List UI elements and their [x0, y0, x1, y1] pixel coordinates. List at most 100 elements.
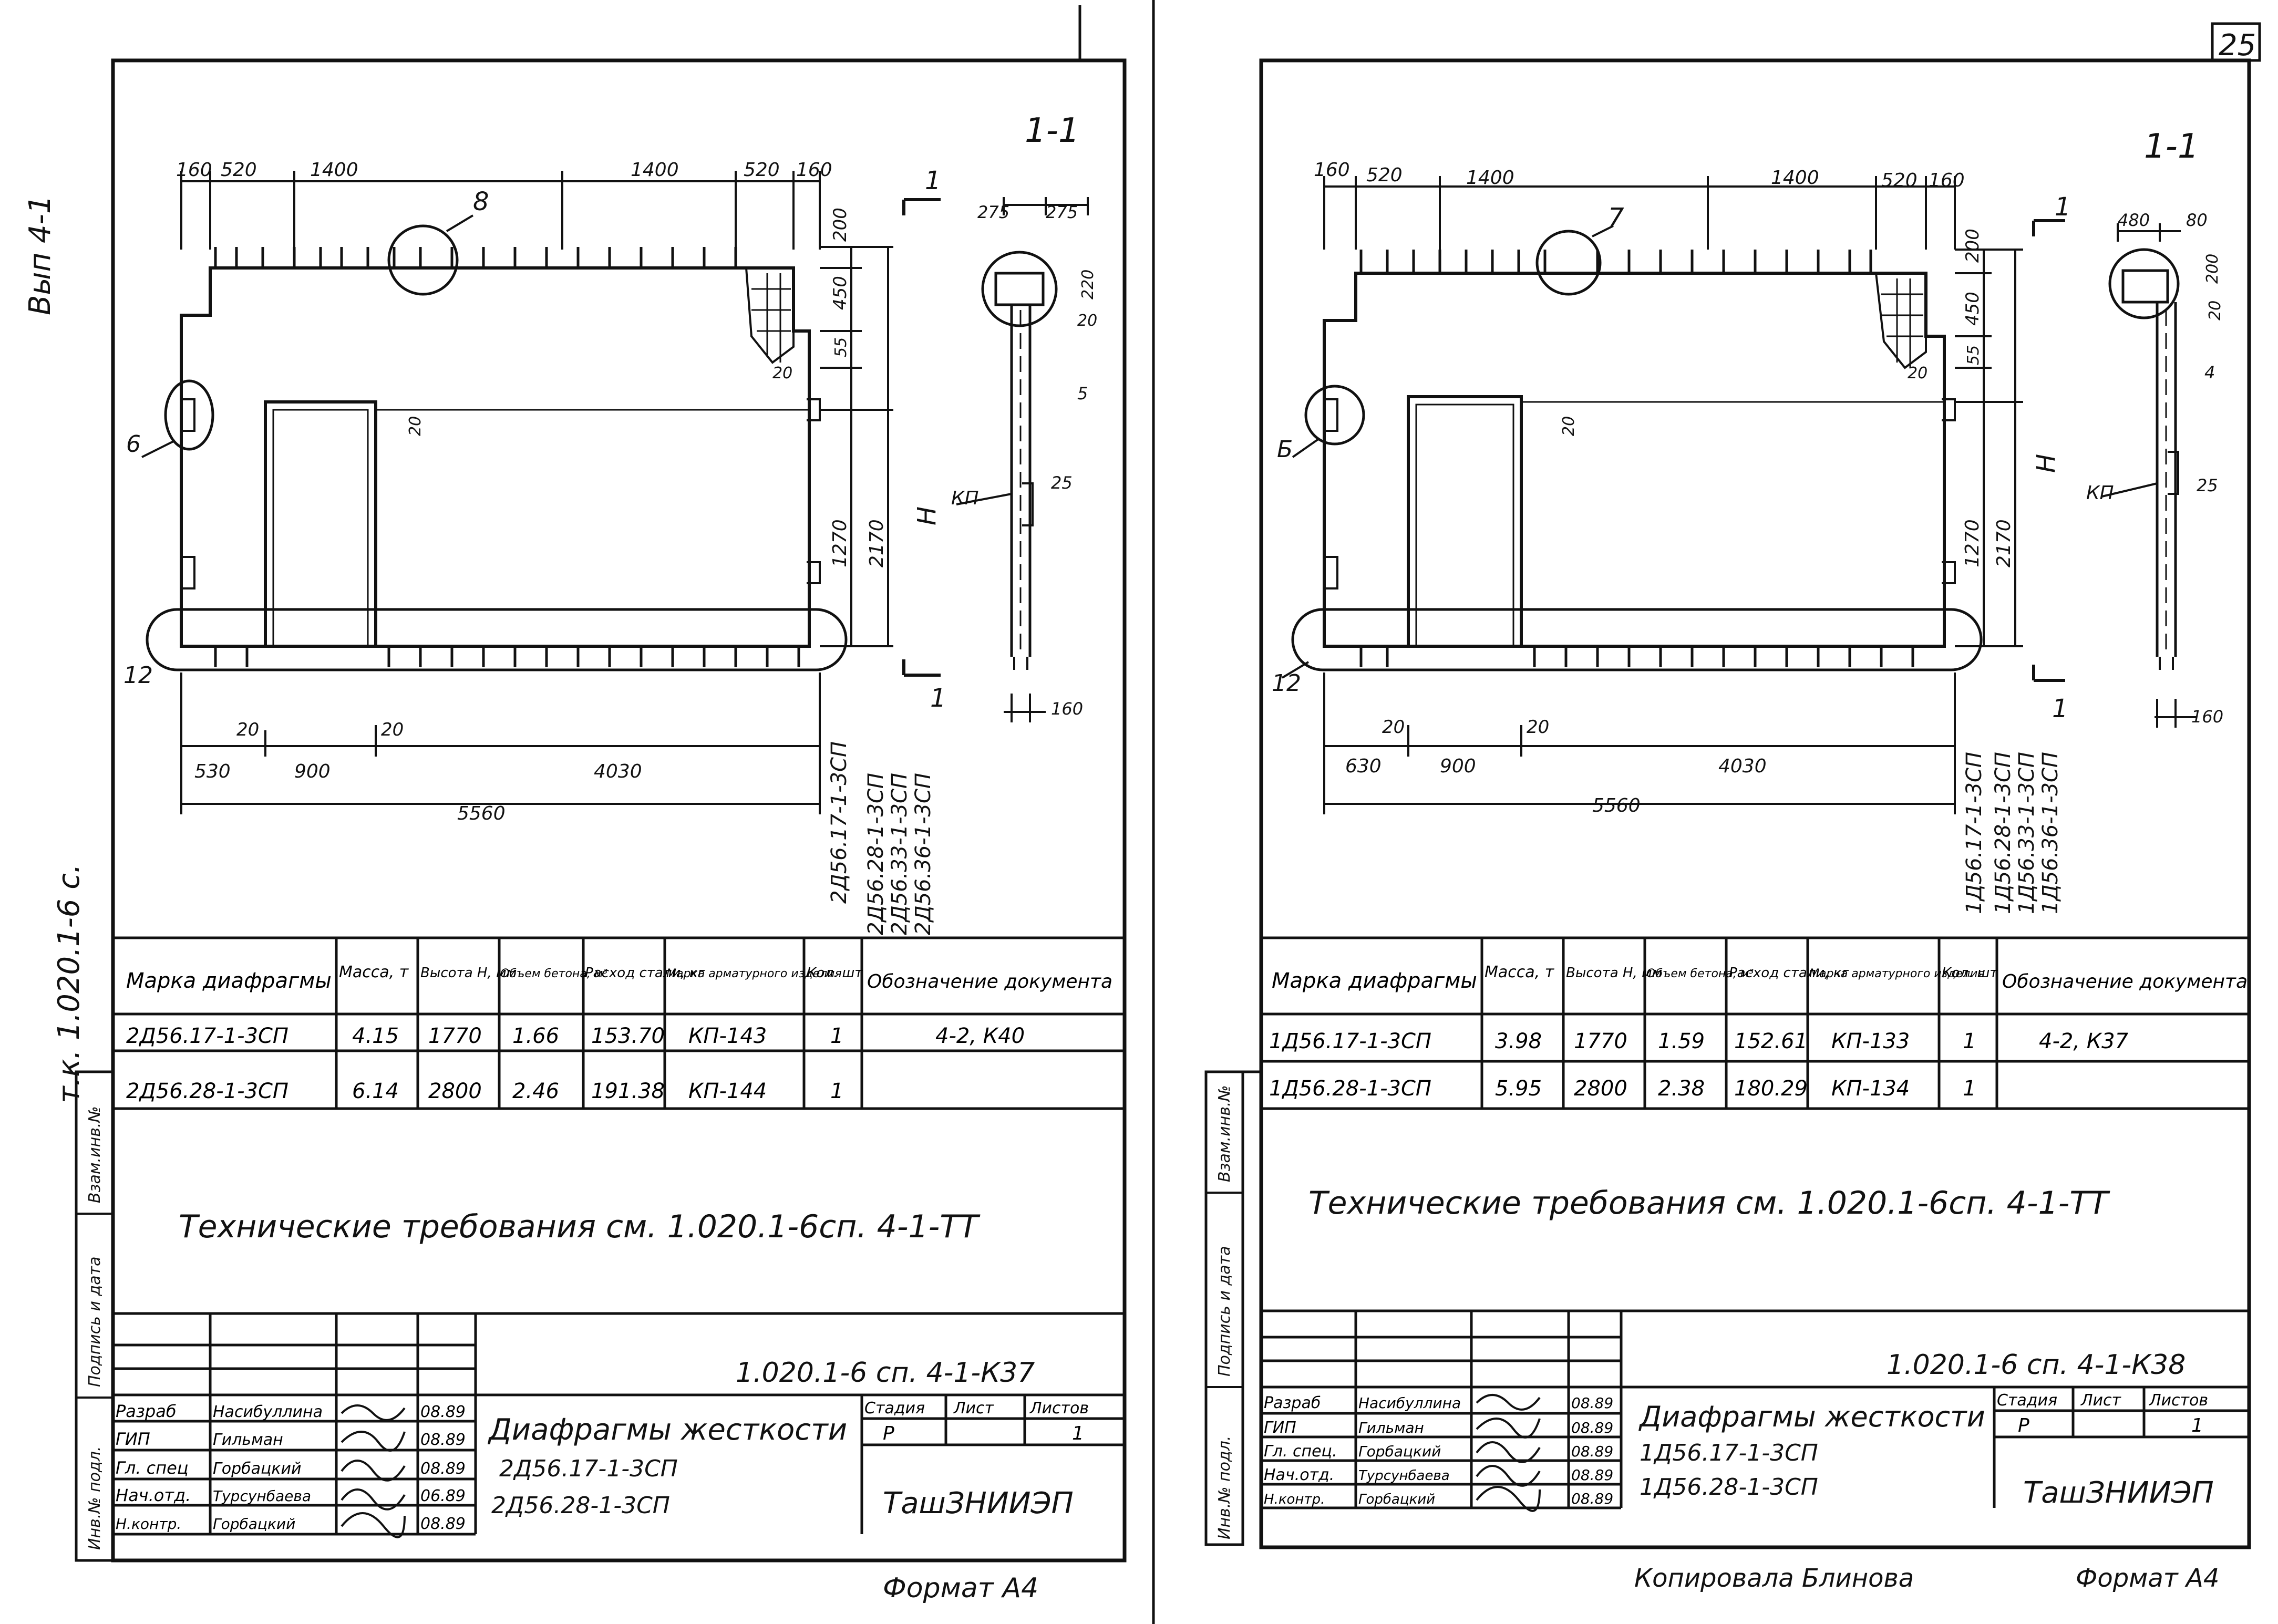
title-date: 08.89	[1571, 1419, 1613, 1436]
section-mark: 1	[2055, 192, 2071, 222]
top-studs	[1359, 250, 1872, 273]
table-cell: 153.70	[591, 1024, 665, 1048]
node-callout	[164, 379, 214, 451]
diaphragm-mark: 1Д56.33-1-3СП	[2015, 752, 2039, 914]
right-sheet: 25 Инв.№ подл. Подпись и дата Взам.инв.№…	[1204, 22, 2261, 1593]
dim-label: 1270	[829, 519, 851, 567]
dim-label: 1400	[1466, 167, 1514, 189]
node-callout	[387, 224, 459, 296]
table-cell: 2Д56.17-1-3СП	[126, 1024, 288, 1048]
dim-label: 2170	[1993, 519, 2015, 567]
section-mark: 1	[930, 684, 946, 713]
dim-label: 20	[406, 416, 425, 436]
top-dimensions	[1323, 176, 1956, 250]
dim-label: 20	[1560, 416, 1578, 436]
table-cell: КП-144	[688, 1079, 767, 1103]
dim-label: 160	[1929, 170, 1965, 191]
bottom-studs	[214, 646, 800, 667]
copied-by: Копировала Блинова	[1634, 1564, 1914, 1593]
table-cell: 1Д56.17-1-3СП	[1269, 1029, 1431, 1053]
title-date: 08.89	[420, 1460, 466, 1478]
stamp-label: Взам.инв.№	[1215, 1085, 1234, 1182]
stage-header: Стадия	[864, 1399, 925, 1418]
drawing-subtitle: 2Д56.17-1-3СП	[499, 1455, 678, 1482]
table-header: Объем бетона, м³	[500, 967, 607, 980]
table-cell: 4-2, К40	[935, 1024, 1025, 1048]
sheets-value: 1	[2191, 1415, 2203, 1436]
bottom-dimensions	[180, 673, 821, 814]
title-name: Горбацкий	[213, 1515, 295, 1533]
format-label: Формат А4	[2076, 1564, 2219, 1593]
dim-label: 200	[1962, 229, 1983, 263]
title-role: Нач.отд.	[1264, 1466, 1334, 1484]
title-name: Горбацкий	[213, 1460, 302, 1478]
dim-label: 4030	[1718, 756, 1767, 777]
dim-label: 20	[772, 364, 792, 382]
sheet-header: Лист	[953, 1399, 995, 1418]
table-header: Марка диафрагмы	[1272, 969, 1477, 993]
table-cell: 2800	[1574, 1077, 1627, 1101]
dim-label: 160	[1051, 699, 1083, 719]
node-callout	[1535, 230, 1602, 296]
section-label: 1-1	[1025, 111, 1080, 150]
tech-requirements: Технические требования см. 1.020.1-6сп. …	[179, 1208, 981, 1245]
doc-code: 1.020.1-6 сп. 4-1-К37	[736, 1357, 1035, 1389]
dim-label: 5560	[1592, 795, 1641, 816]
title-name: Турсунбаева	[213, 1487, 311, 1505]
sheet-frame	[111, 58, 1127, 1563]
dim-label: 200	[830, 208, 851, 242]
drawing-subtitle: 1Д56.28-1-3СП	[1640, 1474, 1818, 1501]
table-header: Расход стали, кг	[585, 965, 705, 981]
sheets-header: Листов	[2149, 1391, 2208, 1410]
dim-label: 275	[1046, 202, 1078, 222]
table-header: Кол. шт	[1942, 965, 1998, 981]
stage-value: Р	[2018, 1415, 2029, 1436]
drawing-title: Диафрагмы жесткости	[1638, 1400, 1985, 1433]
dim-label: 1270	[1962, 519, 1983, 567]
dim-label: 160	[176, 159, 212, 181]
table-row: 1Д56.17-1-3СП 3.98 1770 1.59 152.61 КП-1…	[1269, 1029, 2129, 1053]
table-cell: 1	[830, 1079, 843, 1103]
sheet-header: Лист	[2080, 1391, 2122, 1410]
title-name: Насибуллина	[213, 1403, 323, 1421]
callout-number: Б	[1277, 436, 1293, 463]
top-studs	[214, 247, 737, 268]
section-mark: 1	[2052, 694, 2068, 723]
title-block-grid	[113, 1312, 1125, 1536]
table-header: Обозначение документа	[2002, 971, 2248, 992]
dim-label: 900	[1440, 756, 1476, 777]
title-name: Насибуллина	[1358, 1394, 1461, 1412]
bottom-studs	[1359, 646, 1914, 667]
dim-label: 530	[194, 761, 231, 782]
title-date: 08.89	[420, 1403, 466, 1421]
signature	[341, 1404, 406, 1538]
title-name: Гильман	[213, 1431, 283, 1449]
table-cell: 191.38	[591, 1079, 665, 1103]
page-number-box	[2211, 22, 2261, 62]
table-cell: 1	[830, 1024, 843, 1048]
dim-label: 25	[2197, 475, 2218, 495]
dim-label: 160	[1314, 159, 1350, 181]
dim-label: 450	[1962, 292, 1983, 326]
drawing-subtitle: 1Д56.17-1-3СП	[1640, 1440, 1818, 1466]
title-role: Разраб	[116, 1401, 177, 1421]
title-role: ГИП	[1264, 1419, 1296, 1437]
table-cell: 1.66	[512, 1024, 559, 1048]
diaphragm-mark: 1Д56.36-1-3СП	[2038, 752, 2063, 914]
sheets-header: Листов	[1029, 1399, 1089, 1418]
title-role: Н.контр.	[116, 1515, 181, 1533]
title-name: Турсунбаева	[1358, 1468, 1450, 1484]
table-header: Обозначение документа	[867, 971, 1112, 992]
dim-label: 4030	[594, 761, 642, 782]
table-cell: КП-134	[1831, 1077, 1910, 1101]
dim-label: 450	[830, 276, 851, 310]
table-header: Масса, т	[1485, 963, 1555, 981]
sheet-frame	[1259, 58, 2251, 1549]
diaphragm-panel	[1323, 272, 1956, 648]
table-header: Марка диафрагмы	[126, 969, 332, 993]
dim-label: 25	[1051, 473, 1073, 493]
dim-label: 5	[1077, 384, 1088, 404]
left-sheet: Инв.№ подл. Подпись и дата Взам.инв.№ 1-…	[75, 5, 1127, 1604]
table-cell: КП-133	[1831, 1029, 1910, 1053]
title-date: 08.89	[1571, 1466, 1613, 1484]
